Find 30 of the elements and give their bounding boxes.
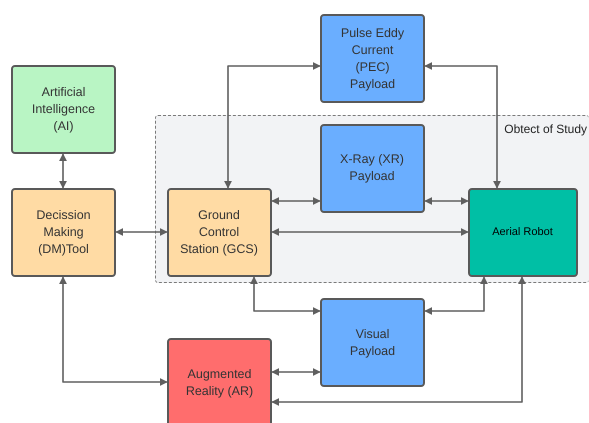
process-box xyxy=(166,188,272,276)
process-box xyxy=(11,65,116,154)
arrow xyxy=(271,276,526,406)
arrow xyxy=(250,276,321,315)
arrow xyxy=(59,153,67,189)
process-box xyxy=(11,188,116,277)
arrow xyxy=(271,368,321,376)
arrow xyxy=(271,228,469,236)
arrow xyxy=(271,197,321,205)
payload-box xyxy=(320,124,424,212)
arrow xyxy=(224,62,321,189)
node-label: X-Ray (XR) Payload xyxy=(339,151,405,185)
arrow xyxy=(424,197,469,205)
node-label: Visual Payload xyxy=(348,326,396,360)
payload-box xyxy=(320,14,425,103)
node-label: Augmented Reality (AR) xyxy=(184,366,254,400)
node-label: Decission Making (DM)Tool xyxy=(35,207,92,258)
arrow xyxy=(59,276,168,386)
region-label: Obtect of Study xyxy=(504,121,587,138)
study-region xyxy=(155,115,589,283)
arrow xyxy=(115,228,168,236)
node-label: Artificial Intelligence (AI) xyxy=(30,84,96,135)
arrow xyxy=(424,276,488,315)
robot-box xyxy=(468,188,578,276)
payload-box xyxy=(320,298,425,387)
arrow xyxy=(424,62,501,189)
node-label: Pulse Eddy Current (PEC) Payload xyxy=(340,24,406,92)
process-box xyxy=(167,338,272,423)
node-label: Aerial Robot xyxy=(491,224,554,240)
node-label: Ground Control Station (GCS) xyxy=(180,206,258,258)
